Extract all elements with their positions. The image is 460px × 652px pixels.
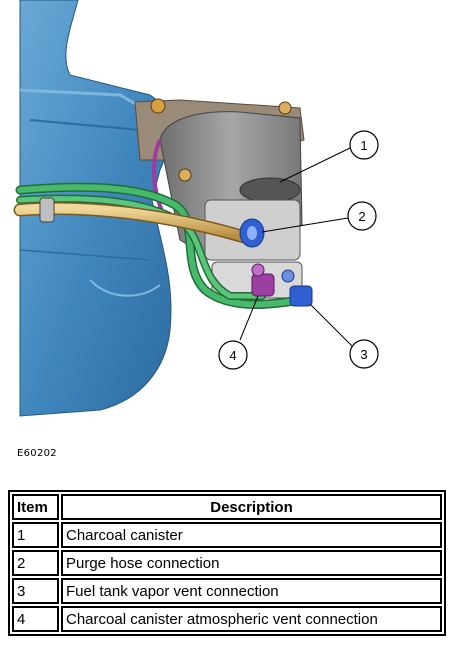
callout-1: 1 xyxy=(279,130,379,183)
row-description: Charcoal canister atmospheric vent conne… xyxy=(61,606,442,632)
table-row: 3 Fuel tank vapor vent connection xyxy=(12,578,442,604)
row-item: 2 xyxy=(12,550,59,576)
callout-1-label: 1 xyxy=(360,138,367,153)
row-description: Charcoal canister xyxy=(61,522,442,548)
callout-4: 4 xyxy=(218,295,259,370)
callout-4-label: 4 xyxy=(229,348,236,363)
purge-hose-connector xyxy=(239,218,265,248)
row-description: Purge hose connection xyxy=(61,550,442,576)
parts-table: Item Description 1 Charcoal canister 2 P… xyxy=(8,490,446,636)
row-item: 3 xyxy=(12,578,59,604)
vapor-vent-connector xyxy=(281,269,313,307)
table-row: 4 Charcoal canister atmospheric vent con… xyxy=(12,606,442,632)
canister-illustration: 1 2 3 4 xyxy=(13,0,379,417)
header-description: Description xyxy=(61,494,442,520)
figure-id: E60202 xyxy=(17,448,57,459)
header-item: Item xyxy=(12,494,59,520)
table-row: 1 Charcoal canister xyxy=(12,522,442,548)
callout-2-label: 2 xyxy=(358,209,365,224)
parts-table-container: Item Description 1 Charcoal canister 2 P… xyxy=(8,490,446,636)
table-row: 2 Purge hose connection xyxy=(12,550,442,576)
table-header-row: Item Description xyxy=(12,494,442,520)
row-description: Fuel tank vapor vent connection xyxy=(61,578,442,604)
purge-pipe xyxy=(13,197,255,245)
row-item: 1 xyxy=(12,522,59,548)
callout-2: 2 xyxy=(261,201,377,233)
callout-3-label: 3 xyxy=(360,347,367,362)
atmospheric-vent-connector xyxy=(251,263,275,297)
callout-3: 3 xyxy=(309,303,379,369)
row-item: 4 xyxy=(12,606,59,632)
